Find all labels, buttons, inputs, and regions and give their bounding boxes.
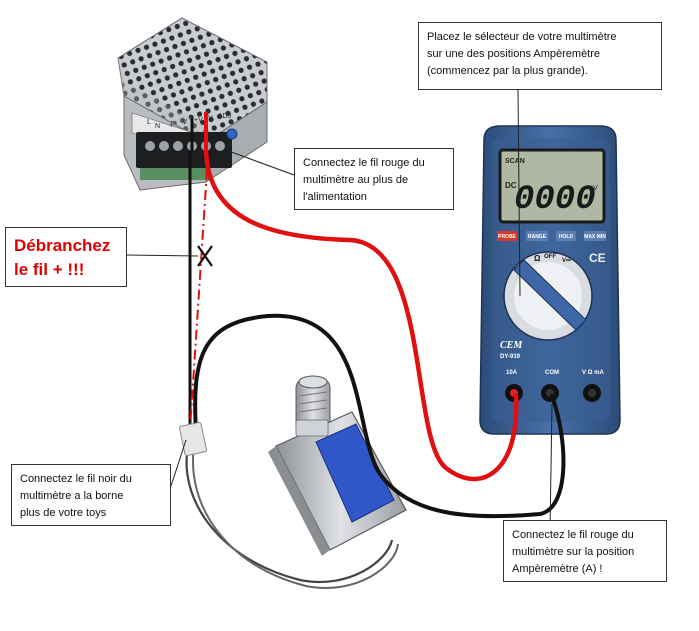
warning-line: le fil + !!! <box>14 260 85 279</box>
jack-label: V Ω mA <box>582 370 604 376</box>
dial-label: V⎓ <box>562 258 571 264</box>
multimeter-screen <box>498 148 606 224</box>
callout-line: multimètre sur la position <box>512 546 635 558</box>
range-button-label: RANGE <box>528 234 547 240</box>
callout-line: Connectez le fil rouge du <box>512 529 634 541</box>
terminal-label: N <box>155 123 160 130</box>
dial-pointer <box>513 259 587 331</box>
callout-line: plus de votre toys <box>20 507 107 519</box>
multimeter-buttons: PROBE RANGE HOLD MAX MIN <box>497 231 606 241</box>
terminal-block <box>136 132 232 168</box>
rotary-dial[interactable]: Ω OFF V⎓ <box>503 251 593 341</box>
callout-black-to-toy: Connectez le fil noir du multimètre a la… <box>11 464 171 526</box>
terminal-label: ⏚ <box>168 120 175 128</box>
solenoid <box>268 375 407 556</box>
terminal-labels: L N ⏚ -V +V V ADJ <box>147 113 231 130</box>
callout-selector: Placez le sélecteur de votre multimètre … <box>418 22 662 90</box>
solenoid-coil <box>315 423 395 523</box>
terminal-label: ADJ <box>218 113 231 120</box>
brand-label: CEM <box>500 340 523 351</box>
callout-line: Placez le sélecteur de votre multimètre <box>427 31 617 43</box>
dial-label: Ω <box>534 254 541 263</box>
display-unit: V <box>593 185 598 192</box>
callout-line: Connectez le fil rouge du <box>303 157 425 169</box>
adj-potentiometer <box>226 128 238 140</box>
model-label: DY-919 <box>500 354 521 360</box>
callout-line: Ampèremètre (A) ! <box>512 563 603 575</box>
warning-line: Débranchez <box>14 236 111 255</box>
display-value: 0000 <box>514 181 596 219</box>
leader-lines <box>126 89 553 533</box>
display-mode: DC <box>505 181 517 190</box>
callout-line: l'alimentation <box>303 191 367 203</box>
callout-line: sur une des positions Ampèremètre <box>427 48 601 60</box>
callout-red-to-amp: Connectez le fil rouge du multimètre sur… <box>503 520 667 582</box>
max-min-button[interactable] <box>584 231 606 241</box>
hold-button[interactable] <box>556 231 576 241</box>
callout-line: (commencez par la plus grande). <box>427 65 588 77</box>
callout-warning: Débranchez le fil + !!! <box>5 227 127 287</box>
callout-line: multimètre au plus de <box>303 174 409 186</box>
terminal-label: +V <box>194 117 203 124</box>
input-jacks: 10A COM V Ω mA <box>505 370 604 402</box>
toy-leads-2 <box>192 445 399 589</box>
callout-line: multimètre a la borne <box>20 490 124 502</box>
jack-label: 10A <box>506 370 518 376</box>
wires <box>178 112 566 589</box>
dial-label: OFF <box>544 254 556 260</box>
callout-red-to-plus: Connectez le fil rouge du multimètre au … <box>294 148 454 210</box>
x-mark-icon <box>197 245 213 267</box>
multimeter: SCAN DC 0000 V PROBE RANGE HOLD MAX MIN … <box>479 125 621 435</box>
connector-block <box>178 421 208 457</box>
max-min-button-label: MAX MIN <box>584 234 606 240</box>
probe-button[interactable] <box>497 231 517 241</box>
red-wire <box>203 147 519 482</box>
ce-mark: CE <box>589 251 606 265</box>
callout-line: Connectez le fil noir du <box>20 473 132 485</box>
black-wire-toy <box>193 313 566 519</box>
range-button[interactable] <box>526 231 548 241</box>
probe-button-label: PROBE <box>498 234 516 240</box>
terminal-label: L <box>147 119 151 126</box>
terminal-label: V <box>208 115 213 122</box>
display-tag: SCAN <box>505 158 525 165</box>
jack-label: COM <box>545 370 559 376</box>
red-dash-line <box>189 169 208 431</box>
power-supply: L N ⏚ -V +V V ADJ <box>117 17 268 191</box>
hold-button-label: HOLD <box>559 234 574 240</box>
terminal-label: -V <box>180 119 187 126</box>
toy-leads <box>185 445 394 583</box>
